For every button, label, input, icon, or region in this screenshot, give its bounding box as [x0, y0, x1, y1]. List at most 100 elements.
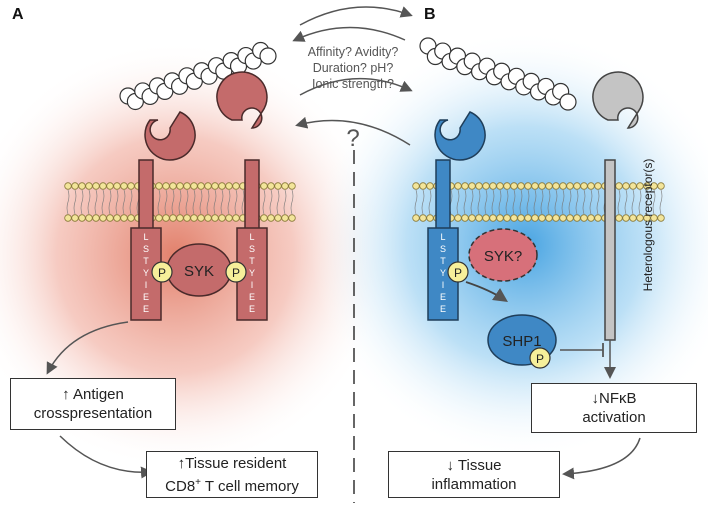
up-arrow-icon: ↑	[177, 454, 186, 472]
lipid-head	[204, 182, 212, 190]
tail-letter: S	[440, 244, 446, 254]
svg-text:P: P	[536, 352, 544, 366]
lipid-head	[218, 182, 226, 190]
lipid-head	[587, 214, 595, 222]
lipid-tail	[540, 189, 544, 215]
ligand-bead	[259, 47, 277, 65]
lipid-tail	[283, 189, 287, 215]
lipid-head	[566, 214, 574, 222]
lipid-head	[496, 214, 504, 222]
lipid-tail	[108, 189, 112, 215]
lipid-tail	[533, 189, 537, 215]
phospho-shp1: P	[529, 347, 551, 369]
lipid-head	[594, 214, 602, 222]
lipid-head	[162, 214, 170, 222]
lipid-tail	[428, 189, 432, 215]
lipid-head	[169, 214, 177, 222]
lipid-head	[274, 182, 282, 190]
ligand-chain-left	[119, 41, 277, 111]
lipid-head	[524, 182, 532, 190]
ligand-chain-right	[419, 37, 577, 111]
lipid-tail	[470, 189, 474, 215]
antigen-box: ↑ Antigen crosspresentation	[10, 378, 176, 430]
lipid-tail	[87, 189, 91, 215]
question-line-1: Affinity? Avidity?	[307, 45, 399, 59]
receptor-red-right	[216, 71, 268, 321]
tail-letter: L	[143, 232, 148, 242]
lipid-head	[643, 214, 651, 222]
lipid-head	[636, 182, 644, 190]
lipid-head	[419, 214, 427, 222]
lipid-head	[538, 182, 546, 190]
lipid-head	[85, 214, 93, 222]
lipid-head	[475, 214, 483, 222]
tail-letter: T	[249, 256, 255, 266]
shp1-label: SHP1	[502, 333, 541, 350]
lipid-head	[580, 214, 588, 222]
lipid-head	[92, 182, 100, 190]
question-line-2: Duration? pH?	[312, 61, 394, 75]
tail-letter: S	[143, 244, 149, 254]
svg-text:P: P	[454, 266, 462, 280]
inflammation-box: ↓ Tissue inflammation	[388, 451, 560, 498]
syk-question-protein	[468, 228, 538, 282]
lipid-tail	[290, 189, 294, 215]
mid-arrow-right	[299, 77, 413, 96]
lipid-tail	[456, 189, 460, 215]
lipid-head	[503, 214, 511, 222]
tail-letter: T	[143, 256, 149, 266]
lipid-head	[225, 214, 233, 222]
lipid-tail	[547, 189, 551, 215]
lipid-head	[106, 214, 114, 222]
lipid-head	[71, 214, 79, 222]
lipid-tail	[554, 189, 558, 215]
syk-label: SYK	[184, 263, 214, 280]
lipid-head	[622, 182, 630, 190]
lipid-head	[281, 182, 289, 190]
lipid-head	[510, 182, 518, 190]
panel-label-a: A	[12, 6, 24, 23]
lipid-head	[232, 182, 240, 190]
lipid-head	[267, 214, 275, 222]
lipid-tail	[414, 189, 418, 215]
down-arrow-icon: ↓	[591, 390, 600, 407]
lipid-head	[503, 182, 511, 190]
lipid-tail	[199, 189, 203, 215]
lipid-head	[127, 182, 135, 190]
lipid-tail	[178, 189, 182, 215]
lipid-tail	[575, 189, 579, 215]
lipid-tail	[498, 189, 502, 215]
lipid-head	[552, 214, 560, 222]
lipid-head	[155, 182, 163, 190]
lipid-tail	[206, 189, 210, 215]
tail-letter: I	[251, 280, 254, 290]
lipid-head	[580, 182, 588, 190]
lipid-tail	[276, 189, 280, 215]
lipid-tail	[596, 189, 600, 215]
lipid-tail	[129, 189, 133, 215]
lipid-tail	[213, 189, 217, 215]
lipid-head	[622, 214, 630, 222]
tail-letter: Y	[440, 268, 446, 278]
lipid-tail	[659, 189, 663, 215]
lipid-tail	[227, 189, 231, 215]
lipid-tail	[463, 189, 467, 215]
phospho-blue: P	[447, 261, 469, 283]
lipid-head	[190, 182, 198, 190]
lipid-head	[176, 182, 184, 190]
lipid-tail	[645, 189, 649, 215]
lipid-tail	[505, 189, 509, 215]
lipid-tail	[421, 189, 425, 215]
lipid-head	[615, 182, 623, 190]
lipid-tail	[526, 189, 530, 215]
tail-letter: E	[440, 292, 446, 302]
lipid-tail	[652, 189, 656, 215]
lipid-tail	[582, 189, 586, 215]
heterologous-label: Heterologous receptor(s)	[641, 159, 655, 292]
question-mark: ?	[346, 125, 359, 152]
svg-text:P: P	[232, 266, 240, 280]
lipid-head	[531, 214, 539, 222]
lipid-head	[566, 182, 574, 190]
lipid-head	[573, 214, 581, 222]
